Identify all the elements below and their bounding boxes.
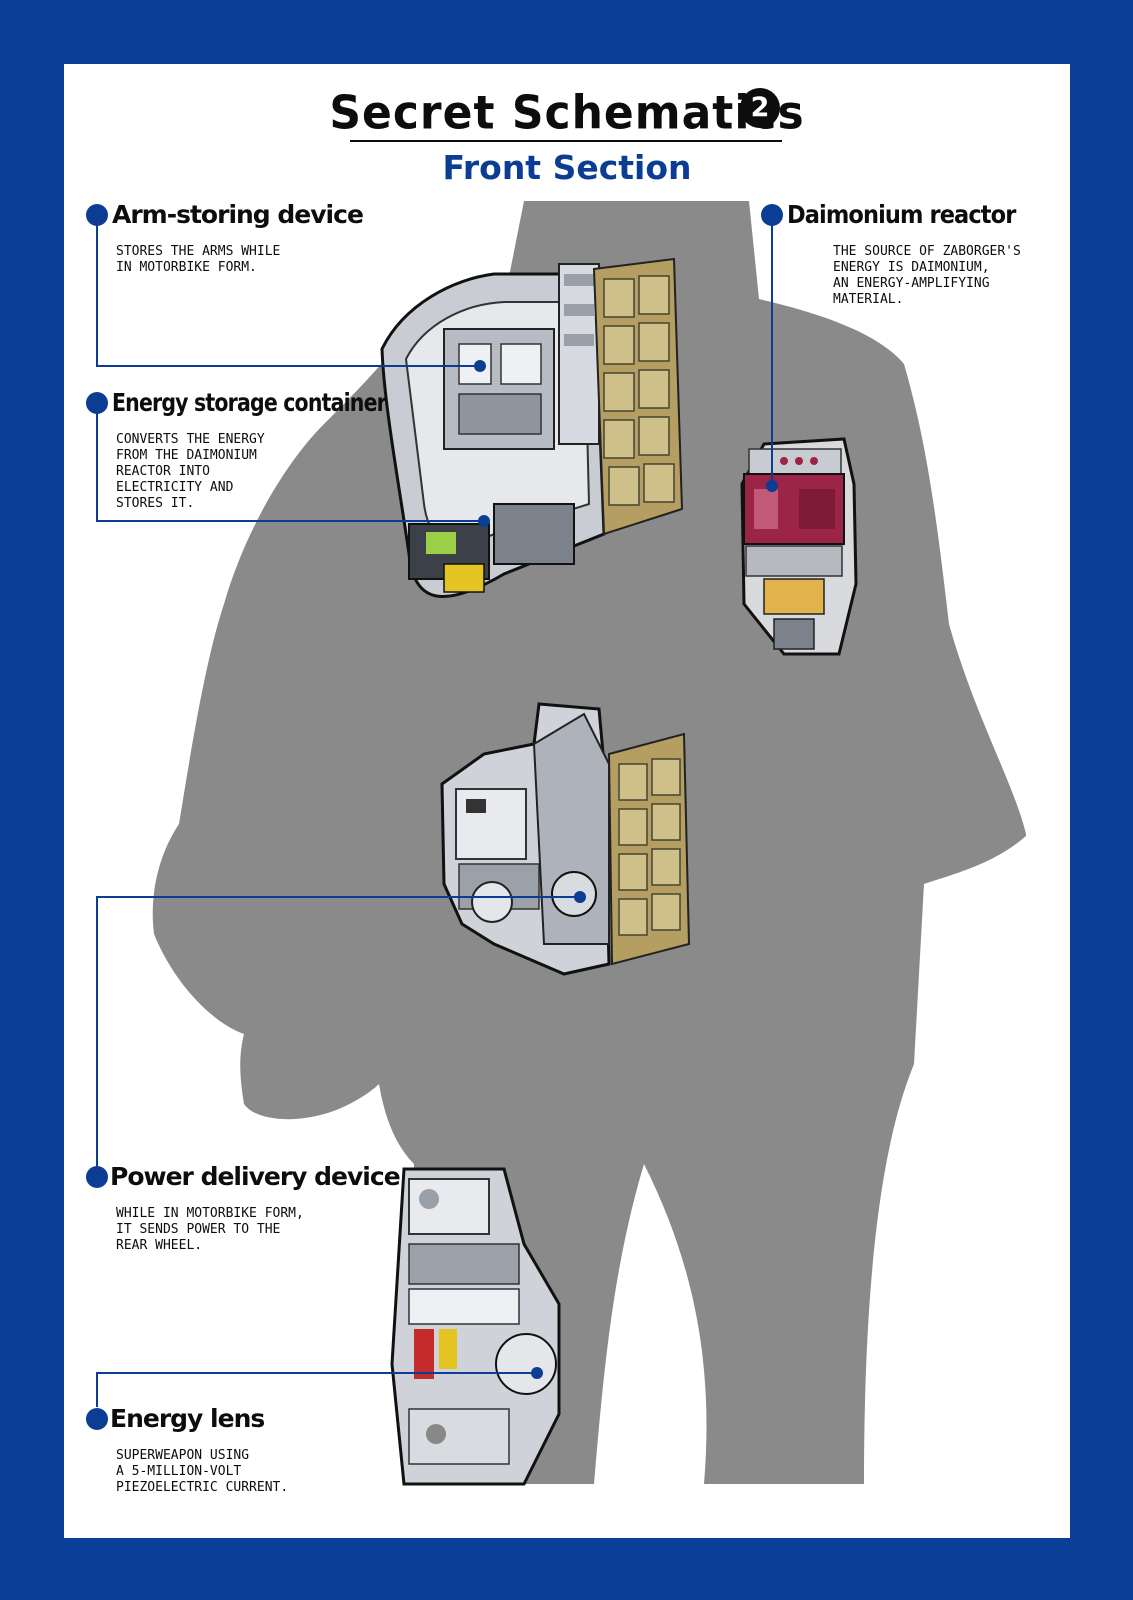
callout-title: Daimonium reactor [787, 200, 1016, 229]
leader-energy-lens [96, 1372, 537, 1407]
callout-dot [86, 1166, 108, 1188]
point-energy-lens [531, 1367, 543, 1379]
schematic-sheet: Secret Schematics 2 Front Section Arm-st… [64, 64, 1070, 1538]
leader-power-delivery [96, 896, 580, 1167]
callout-description: While in motorbike form, it sends power … [116, 1206, 304, 1253]
callout-title: Energy lens [110, 1404, 265, 1433]
callout-description: Superweapon using a 5-million-volt piezo… [116, 1448, 289, 1495]
callout-dot [86, 392, 108, 414]
waist-cutaway [440, 702, 691, 976]
callout-title: Power delivery device [110, 1162, 401, 1191]
title-divider [350, 140, 782, 142]
point-arm-storing [474, 360, 486, 372]
point-power-delivery [574, 891, 586, 903]
shoulder-cutaway [380, 263, 606, 598]
callout-description: Stores the arms while in motorbike form. [116, 244, 281, 275]
page-subtitle: Front Section [442, 148, 692, 187]
page-title: Secret Schematics [329, 86, 805, 141]
leader-arm-storing [96, 218, 480, 367]
callout-title: Arm-storing device [112, 200, 364, 229]
leader-energy-storage [96, 406, 484, 522]
point-reactor [766, 480, 778, 492]
reactor-cutaway [740, 437, 858, 656]
callout-dot [86, 1408, 108, 1430]
leg-cutaway [390, 1167, 561, 1486]
callout-dot [86, 204, 108, 226]
point-energy-storage [478, 515, 490, 527]
page-number-badge: 2 [740, 88, 780, 128]
callout-dot [761, 204, 783, 226]
callout-title: Energy storage container [112, 388, 387, 417]
shoulder-armor-plates [592, 257, 684, 536]
callout-description: The source of Zaborger's energy is Daimo… [833, 244, 1021, 307]
robot-diagram [96, 201, 1026, 1486]
leader-points [474, 360, 778, 1379]
callout-description: Converts the energy from the Daimonium r… [116, 432, 265, 511]
leader-lines [96, 218, 773, 1407]
